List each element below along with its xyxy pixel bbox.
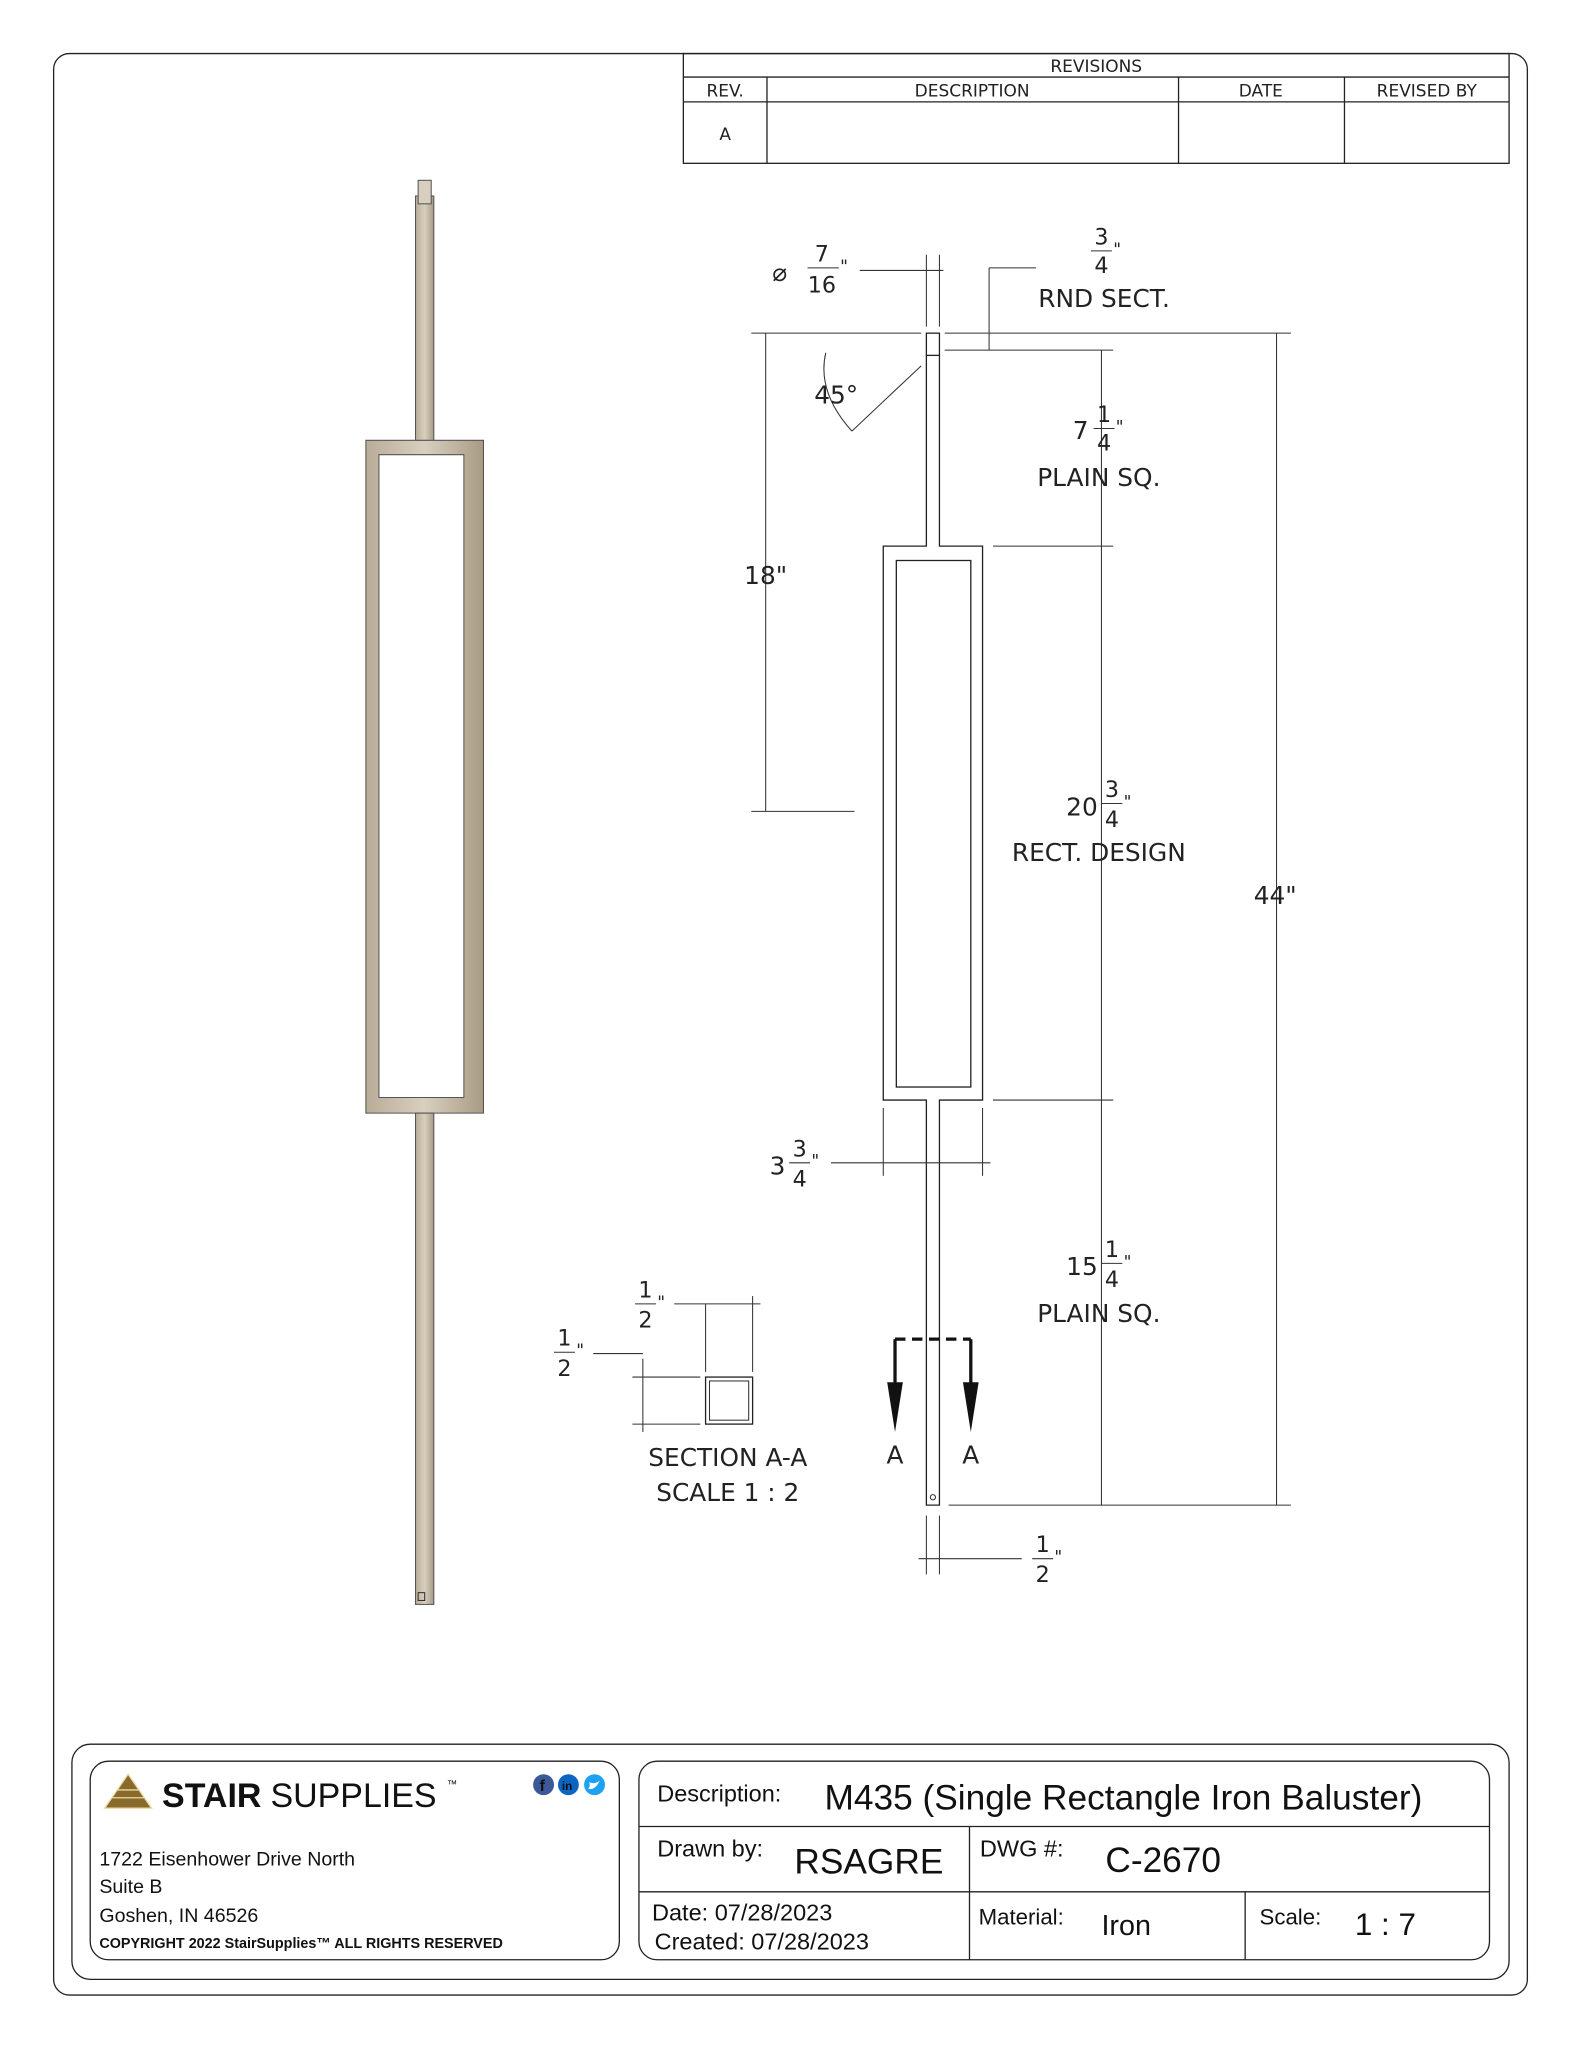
width-den: 4 [793, 1166, 807, 1192]
date-value: Date: 07/28/2023 [652, 1900, 832, 1926]
description-value: M435 (Single Rectangle Iron Baluster) [824, 1779, 1422, 1818]
section-arrow-left-icon [887, 1382, 903, 1432]
address-line-1: 1722 Eisenhower Drive North [99, 1849, 355, 1871]
plain-top-den: 4 [1097, 431, 1111, 457]
section-arrow-right-icon [962, 1382, 979, 1432]
stair-logo-icon [103, 1773, 153, 1809]
section-label-right: A [962, 1440, 979, 1469]
revised-by-header: REVISED BY [1377, 82, 1478, 102]
section-scale: SCALE 1 : 2 [656, 1478, 799, 1507]
offset-18-label: 18" [744, 561, 787, 590]
rect-design-label: RECT. DESIGN [1012, 838, 1186, 867]
bar-unit: " [1054, 1548, 1062, 1568]
rev-header: REV. [707, 82, 744, 102]
rect-den: 4 [1105, 807, 1119, 833]
plain-top-unit: " [1116, 417, 1124, 437]
plain-top-label: PLAIN SQ. [1037, 463, 1160, 492]
rnd-unit: " [1113, 240, 1121, 260]
dia-num: 7 [815, 241, 829, 267]
section-w-den: 2 [638, 1307, 652, 1333]
address-line-2: Suite B [99, 1876, 162, 1898]
overall-44-label: 44" [1254, 881, 1297, 910]
bar-den: 2 [1036, 1562, 1050, 1588]
rect-unit: " [1124, 792, 1132, 812]
facebook-icon[interactable] [533, 1774, 555, 1796]
width-whole: 3 [770, 1152, 786, 1181]
address-line-3: Goshen, IN 46526 [99, 1905, 258, 1927]
rnd-num: 3 [1094, 224, 1108, 250]
revisions-title: REVISIONS [1050, 57, 1142, 77]
plain-top-whole: 7 [1073, 416, 1089, 445]
created-value: Created: 07/28/2023 [655, 1928, 869, 1954]
svg-text:f: f [540, 1778, 546, 1795]
section-w-unit: " [657, 1293, 665, 1313]
scale-value: 1 : 7 [1355, 1907, 1416, 1942]
drawn-by-value: RSAGRE [794, 1843, 943, 1882]
plain-bot-whole: 15 [1066, 1252, 1098, 1281]
section-w-num: 1 [638, 1277, 652, 1303]
section-label-left: A [887, 1440, 904, 1469]
scale-label: Scale: [1260, 1904, 1322, 1929]
rect-whole: 20 [1066, 792, 1098, 821]
section-h-unit: " [576, 1341, 584, 1361]
drawn-by-label: Drawn by: [657, 1836, 763, 1862]
material-value: Iron [1101, 1910, 1151, 1942]
svg-text:in: in [562, 1780, 572, 1793]
plain-bot-label: PLAIN SQ. [1037, 1299, 1160, 1328]
date-header: DATE [1239, 82, 1283, 102]
rev-value: A [719, 125, 731, 145]
dia-den: 16 [808, 273, 836, 299]
angle-label: 45° [814, 381, 858, 410]
rnd-sect-label: RND SECT. [1038, 284, 1170, 313]
plain-bot-den: 4 [1105, 1267, 1119, 1293]
dwg-label: DWG #: [980, 1836, 1064, 1862]
dwg-value: C-2670 [1105, 1841, 1221, 1880]
plain-top-num: 1 [1097, 402, 1111, 428]
dia-unit: " [840, 257, 848, 277]
sheet-border [52, 52, 1529, 1996]
description-header: DESCRIPTION [915, 82, 1030, 102]
logo-light: SUPPLIES [271, 1777, 437, 1815]
company-logo: STAIR SUPPLIES ™ [103, 1773, 457, 1815]
linkedin-icon[interactable] [557, 1774, 579, 1796]
copyright: COPYRIGHT 2022 StairSupplies™ ALL RIGHTS… [99, 1936, 503, 1952]
section-title: SECTION A-A [648, 1443, 807, 1472]
logo-tm: ™ [447, 1779, 457, 1790]
material-label: Material: [979, 1904, 1064, 1929]
plain-bot-unit: " [1124, 1252, 1132, 1272]
section-h-num: 1 [557, 1326, 571, 1352]
baluster-front-view [751, 254, 1291, 1575]
revisions-table: REVISIONS REV. DESCRIPTION DATE REVISED … [682, 52, 1510, 164]
section-h-den: 2 [557, 1356, 571, 1382]
width-num: 3 [793, 1136, 807, 1162]
rect-num: 3 [1105, 777, 1119, 803]
description-label: Description: [657, 1781, 781, 1807]
bar-num: 1 [1036, 1532, 1050, 1558]
plain-bot-num: 1 [1105, 1237, 1119, 1263]
rnd-den: 4 [1094, 253, 1108, 279]
logo-bold: STAIR [162, 1777, 261, 1815]
title-block: STAIR SUPPLIES ™ f in 1722 Eisenhower Dr… [71, 1743, 1510, 1981]
social-icons: f in [533, 1774, 605, 1795]
diameter-symbol: ⌀ [772, 258, 787, 287]
baluster-3d-view [365, 179, 484, 1605]
section-a-a: 1 2 " 1 2 " SECTION A-A SCALE 1 : 2 [554, 1277, 807, 1507]
width-unit: " [811, 1152, 819, 1172]
